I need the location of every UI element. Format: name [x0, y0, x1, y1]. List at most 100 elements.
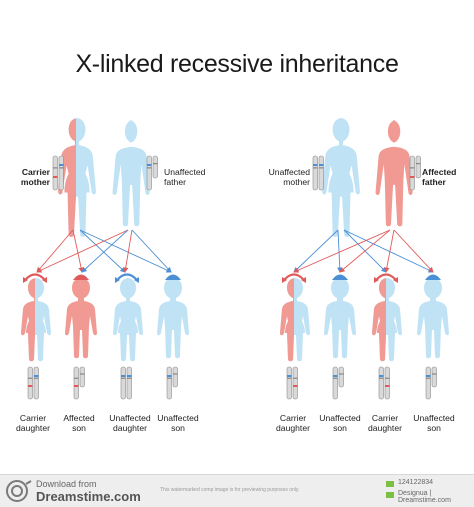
left-child-3-line2: daughter [113, 423, 147, 433]
right-arrow-1 [293, 229, 339, 273]
right-child-4-chromosomes-a [425, 366, 431, 400]
right-child-2-chromosomes-b [338, 366, 344, 388]
right-arrow-8 [393, 229, 434, 273]
left-mother-chromosomes-a [52, 155, 58, 191]
left-child-1-figure [21, 278, 51, 362]
right-arrow-7 [384, 229, 395, 273]
watermark-footer: Download from Dreamstime.com This waterm… [0, 474, 474, 507]
right-child-2-figure [324, 278, 356, 359]
right-father-chromosomes-a [409, 155, 415, 191]
right-child-3-bows-icon-band [376, 273, 396, 280]
right-child-3-line1: Carrier [371, 413, 399, 423]
right-arrow-2 [337, 229, 343, 273]
left-mother-line2: mother [20, 177, 50, 187]
dreamstime-logo-icon [6, 480, 32, 502]
diagram-title: X-linked recessive inheritance [75, 50, 399, 78]
right-child-1-line1: Carrier [279, 413, 307, 423]
right-child-2-chromosomes-a [332, 366, 338, 400]
left-child-2-chromosomes-b [79, 366, 85, 388]
left-child-1-bows-icon-band [25, 273, 45, 280]
right-father-figure [375, 120, 413, 227]
right-child-2-line2: son [333, 423, 347, 433]
left-father-line1: Unaffected [164, 167, 206, 177]
image-credit: Designua | Dreamstime.com [398, 490, 451, 504]
credit-badge-icon [386, 492, 394, 498]
left-child-2-line1: Affected [63, 413, 95, 423]
left-arrow-6 [81, 229, 129, 273]
inheritance-illustration [21, 118, 449, 400]
left-arrow-4 [79, 229, 172, 273]
left-child-4-chromosomes-a [166, 366, 172, 400]
right-arrow-5 [293, 229, 391, 273]
right-child-1-chromosomes-b [292, 366, 298, 400]
left-child-1-line2: daughter [16, 423, 50, 433]
right-child-1-chromosomes-a [286, 366, 292, 400]
image-id: 124122834 [398, 479, 434, 486]
left-child-2-chromosomes-a [73, 366, 79, 400]
right-child-2-cap-icon [332, 274, 348, 280]
left-mother-figure [58, 118, 96, 237]
right-arrow-4 [343, 229, 434, 273]
left-arrow-2 [72, 229, 84, 273]
right-child-4-chromosomes-b [431, 366, 437, 388]
left-child-2-line2: son [72, 423, 86, 433]
left-child-1-line1: Carrier [19, 413, 47, 423]
left-child-3-line1: Unaffected [109, 413, 151, 423]
right-child-1-bows-icon-band [284, 273, 304, 280]
left-child-3-figure [113, 278, 143, 362]
right-father-line2: father [422, 177, 446, 187]
right-father-chromosomes-b [415, 155, 421, 179]
left-child-3-chromosomes-b [126, 366, 132, 400]
right-child-4-line1: Unaffected [413, 413, 455, 423]
left-child-1-chromosomes-a [27, 366, 33, 400]
left-child-2-cap-icon [73, 274, 89, 280]
left-arrow-7 [123, 229, 133, 273]
left-child-1-bows-icon [23, 277, 47, 283]
left-mother-chromosomes-b [58, 155, 64, 191]
left-mother-line1: Carrier [21, 167, 50, 177]
download-from-text: Download from [36, 479, 97, 489]
left-arrow-5 [36, 229, 129, 273]
left-child-3-bows-icon [115, 277, 139, 283]
right-child-2-line1: Unaffected [319, 413, 361, 423]
right-child-3-bows-icon [374, 277, 398, 283]
left-father-line2: father [164, 177, 186, 187]
right-child-1-line2: daughter [276, 423, 310, 433]
right-mother-chromosomes-a [312, 155, 318, 191]
right-mother-figure [322, 118, 360, 237]
right-child-4-cap-icon [425, 274, 441, 280]
right-mother-line2: mother [283, 177, 310, 187]
right-child-3-chromosomes-a [378, 366, 384, 400]
dreamstime-site-text: Dreamstime.com [36, 489, 141, 504]
right-child-3-chromosomes-b [384, 366, 390, 400]
left-child-4-line2: son [171, 423, 185, 433]
right-child-1-bows-icon [282, 277, 306, 283]
left-arrow-3 [79, 229, 126, 273]
right-arrow-6 [339, 229, 391, 273]
right-father-line1: Affected [422, 167, 457, 177]
left-father-chromosomes-a [146, 155, 152, 191]
left-child-3-bows-icon-band [117, 273, 137, 280]
right-mother-line1: Unaffected [268, 167, 310, 177]
right-child-3-line2: daughter [368, 423, 402, 433]
left-child-4-line1: Unaffected [157, 413, 199, 423]
id-badge-icon [386, 481, 394, 487]
left-child-2-figure [65, 278, 97, 359]
left-child-4-chromosomes-b [172, 366, 178, 388]
left-child-3-chromosomes-a [120, 366, 126, 400]
right-child-4-figure [417, 278, 449, 359]
left-child-4-figure [157, 278, 189, 359]
right-mother-chromosomes-b [318, 155, 324, 191]
